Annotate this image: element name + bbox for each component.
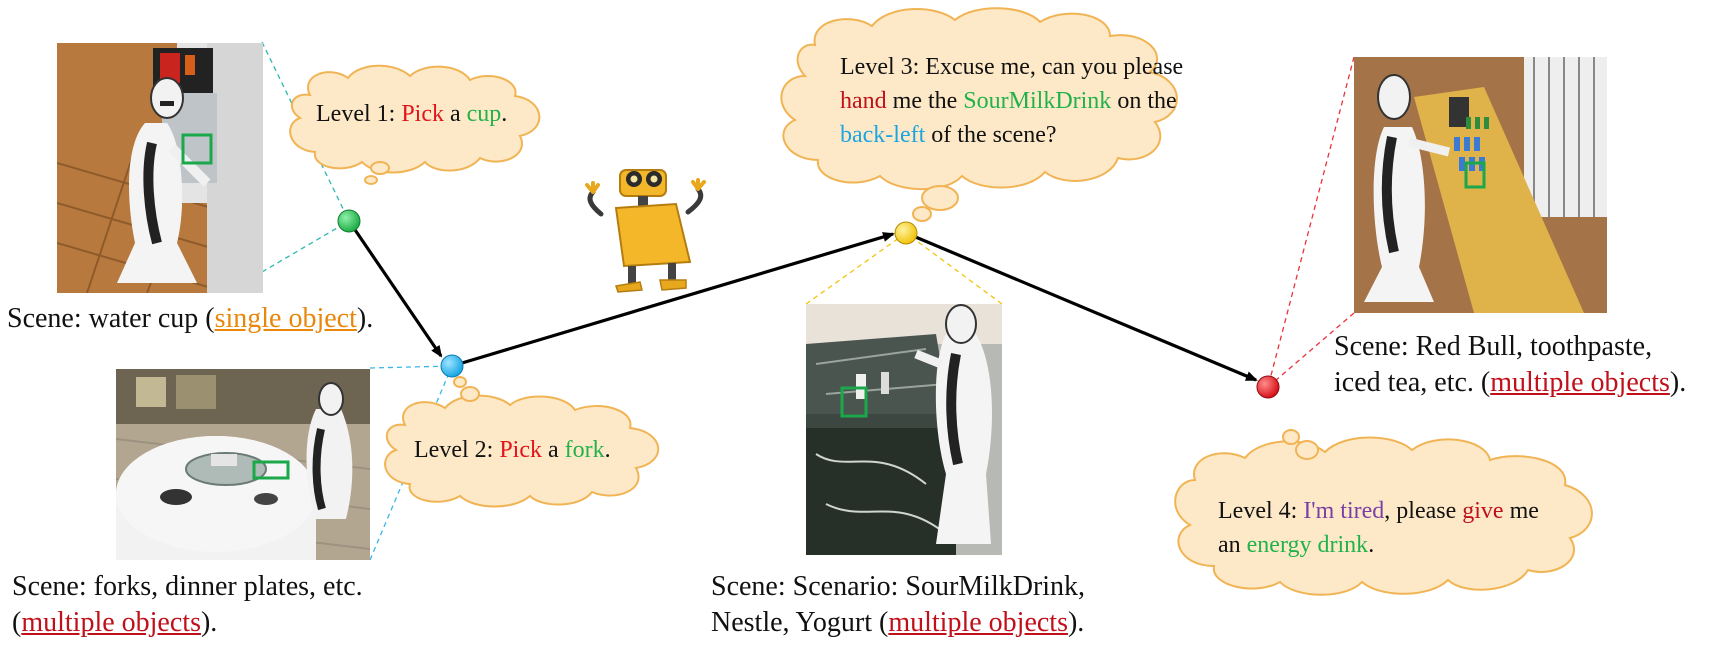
level-path <box>347 220 1258 382</box>
node-level3 <box>894 221 918 245</box>
level4-scene-line2: iced tea, etc. (multiple objects). <box>1334 365 1686 401</box>
level2-verb: Pick <box>499 437 542 463</box>
node-level2 <box>440 354 464 378</box>
connector-level1-bottom <box>261 220 350 273</box>
robot-mascot-icon <box>585 169 706 293</box>
level3-verb: hand <box>840 88 887 114</box>
level1-object: cup <box>466 101 502 127</box>
level4-suffix: . <box>1368 532 1375 558</box>
connector-level3-right <box>905 232 1003 305</box>
level3-scene-line1: Scene: Scenario: SourMilkDrink, <box>711 571 1086 602</box>
level1-verb: Pick <box>401 101 444 127</box>
connector-level2-top <box>369 365 453 369</box>
level4-prefix: Level 4: <box>1218 498 1304 524</box>
level4-scene-line2-prefix: iced tea, etc. ( <box>1334 367 1491 398</box>
level4-scene-line1: Scene: Red Bull, toothpaste, <box>1334 331 1653 362</box>
level2-scene-suffix: ). <box>200 607 218 638</box>
connector-level4-bottom <box>1267 312 1355 388</box>
arrow-level2-to-level3 <box>451 232 895 368</box>
level2-scene-tag: multiple objects <box>21 607 201 638</box>
level4-verb: give <box>1462 498 1504 524</box>
level1-mid: a <box>443 101 467 127</box>
scene-image-water-cup <box>57 43 263 293</box>
level3-scene-suffix: ). <box>1067 607 1085 638</box>
caption-level3-scene: Scene: Scenario: SourMilkDrink, Nestle, … <box>711 569 1085 641</box>
caption-level1-scene: Scene: water cup (single object). <box>7 301 373 337</box>
level2-scene-open: ( <box>12 607 22 638</box>
level4-line2: an energy drink. <box>1218 528 1539 562</box>
level1-scene-tag: single object <box>214 303 357 334</box>
level1-suffix: . <box>501 101 508 127</box>
level4-scene-suffix: ). <box>1669 367 1687 398</box>
connector-level3-left <box>805 232 907 305</box>
level3-line1: Level 3: Excuse me, can you please <box>840 54 1184 80</box>
level3-scene-line2: Nestle, Yogurt (multiple objects). <box>711 605 1085 641</box>
level2-mid: a <box>541 437 565 463</box>
instruction-level4: Level 4: I'm tired, please give me an en… <box>1218 494 1539 562</box>
instruction-level3: Level 3: Excuse me, can you please hand … <box>840 50 1183 152</box>
level3-mid2: on the <box>1111 88 1177 114</box>
level2-scene-line1: Scene: forks, dinner plates, etc. <box>12 571 363 602</box>
cloud-level1 <box>289 64 541 185</box>
level2-prefix: Level 2: <box>414 437 500 463</box>
level3-mid1: me the <box>886 88 964 114</box>
caption-level4-scene: Scene: Red Bull, toothpaste, iced tea, e… <box>1334 329 1686 401</box>
level4-line2-prefix: an <box>1218 532 1247 558</box>
node-level1 <box>337 209 361 233</box>
cloud-level2 <box>384 376 660 508</box>
level3-object: SourMilkDrink <box>963 88 1112 114</box>
node-level4 <box>1256 375 1280 399</box>
level3-location: back-left <box>840 122 926 148</box>
level4-object: energy drink <box>1246 532 1369 558</box>
level2-suffix: . <box>604 437 611 463</box>
level4-emotion: I'm tired <box>1303 498 1385 524</box>
level3-line3: back-left of the scene? <box>840 118 1183 152</box>
level2-object: fork <box>564 437 605 463</box>
level4-line1: Level 4: I'm tired, please give me <box>1218 494 1539 528</box>
level3-line2: hand me the SourMilkDrink on the <box>840 84 1183 118</box>
level1-scene-prefix: Scene: water cup ( <box>7 303 215 334</box>
level3-scene-tag: multiple objects <box>888 607 1068 638</box>
scene-image-dinner-table <box>116 369 370 560</box>
instruction-level1: Level 1: Pick a cup. <box>316 97 507 131</box>
instruction-level2: Level 2: Pick a fork. <box>414 433 611 467</box>
level4-scene-tag: multiple objects <box>1490 367 1670 398</box>
level2-scene-line2: (multiple objects). <box>12 605 363 641</box>
scene-image-store-shelf <box>1354 57 1607 313</box>
level1-scene-suffix: ). <box>356 303 374 334</box>
level3-scene-line2-prefix: Nestle, Yogurt ( <box>711 607 889 638</box>
caption-level2-scene: Scene: forks, dinner plates, etc. (multi… <box>12 569 363 641</box>
scene-image-marble-counter <box>806 304 1002 555</box>
level1-prefix: Level 1: <box>316 101 402 127</box>
connector-level4-top <box>1267 56 1355 388</box>
arrow-level3-to-level4 <box>905 231 1258 382</box>
cloud-level3 <box>780 7 1178 222</box>
level4-tail: me <box>1503 498 1539 524</box>
level4-mid: , please <box>1384 498 1463 524</box>
arrow-level1-to-level2 <box>347 220 443 358</box>
cloud-level4 <box>1174 429 1593 596</box>
connector-level2-bottom <box>369 365 453 561</box>
level3-tail: of the scene? <box>925 122 1057 148</box>
